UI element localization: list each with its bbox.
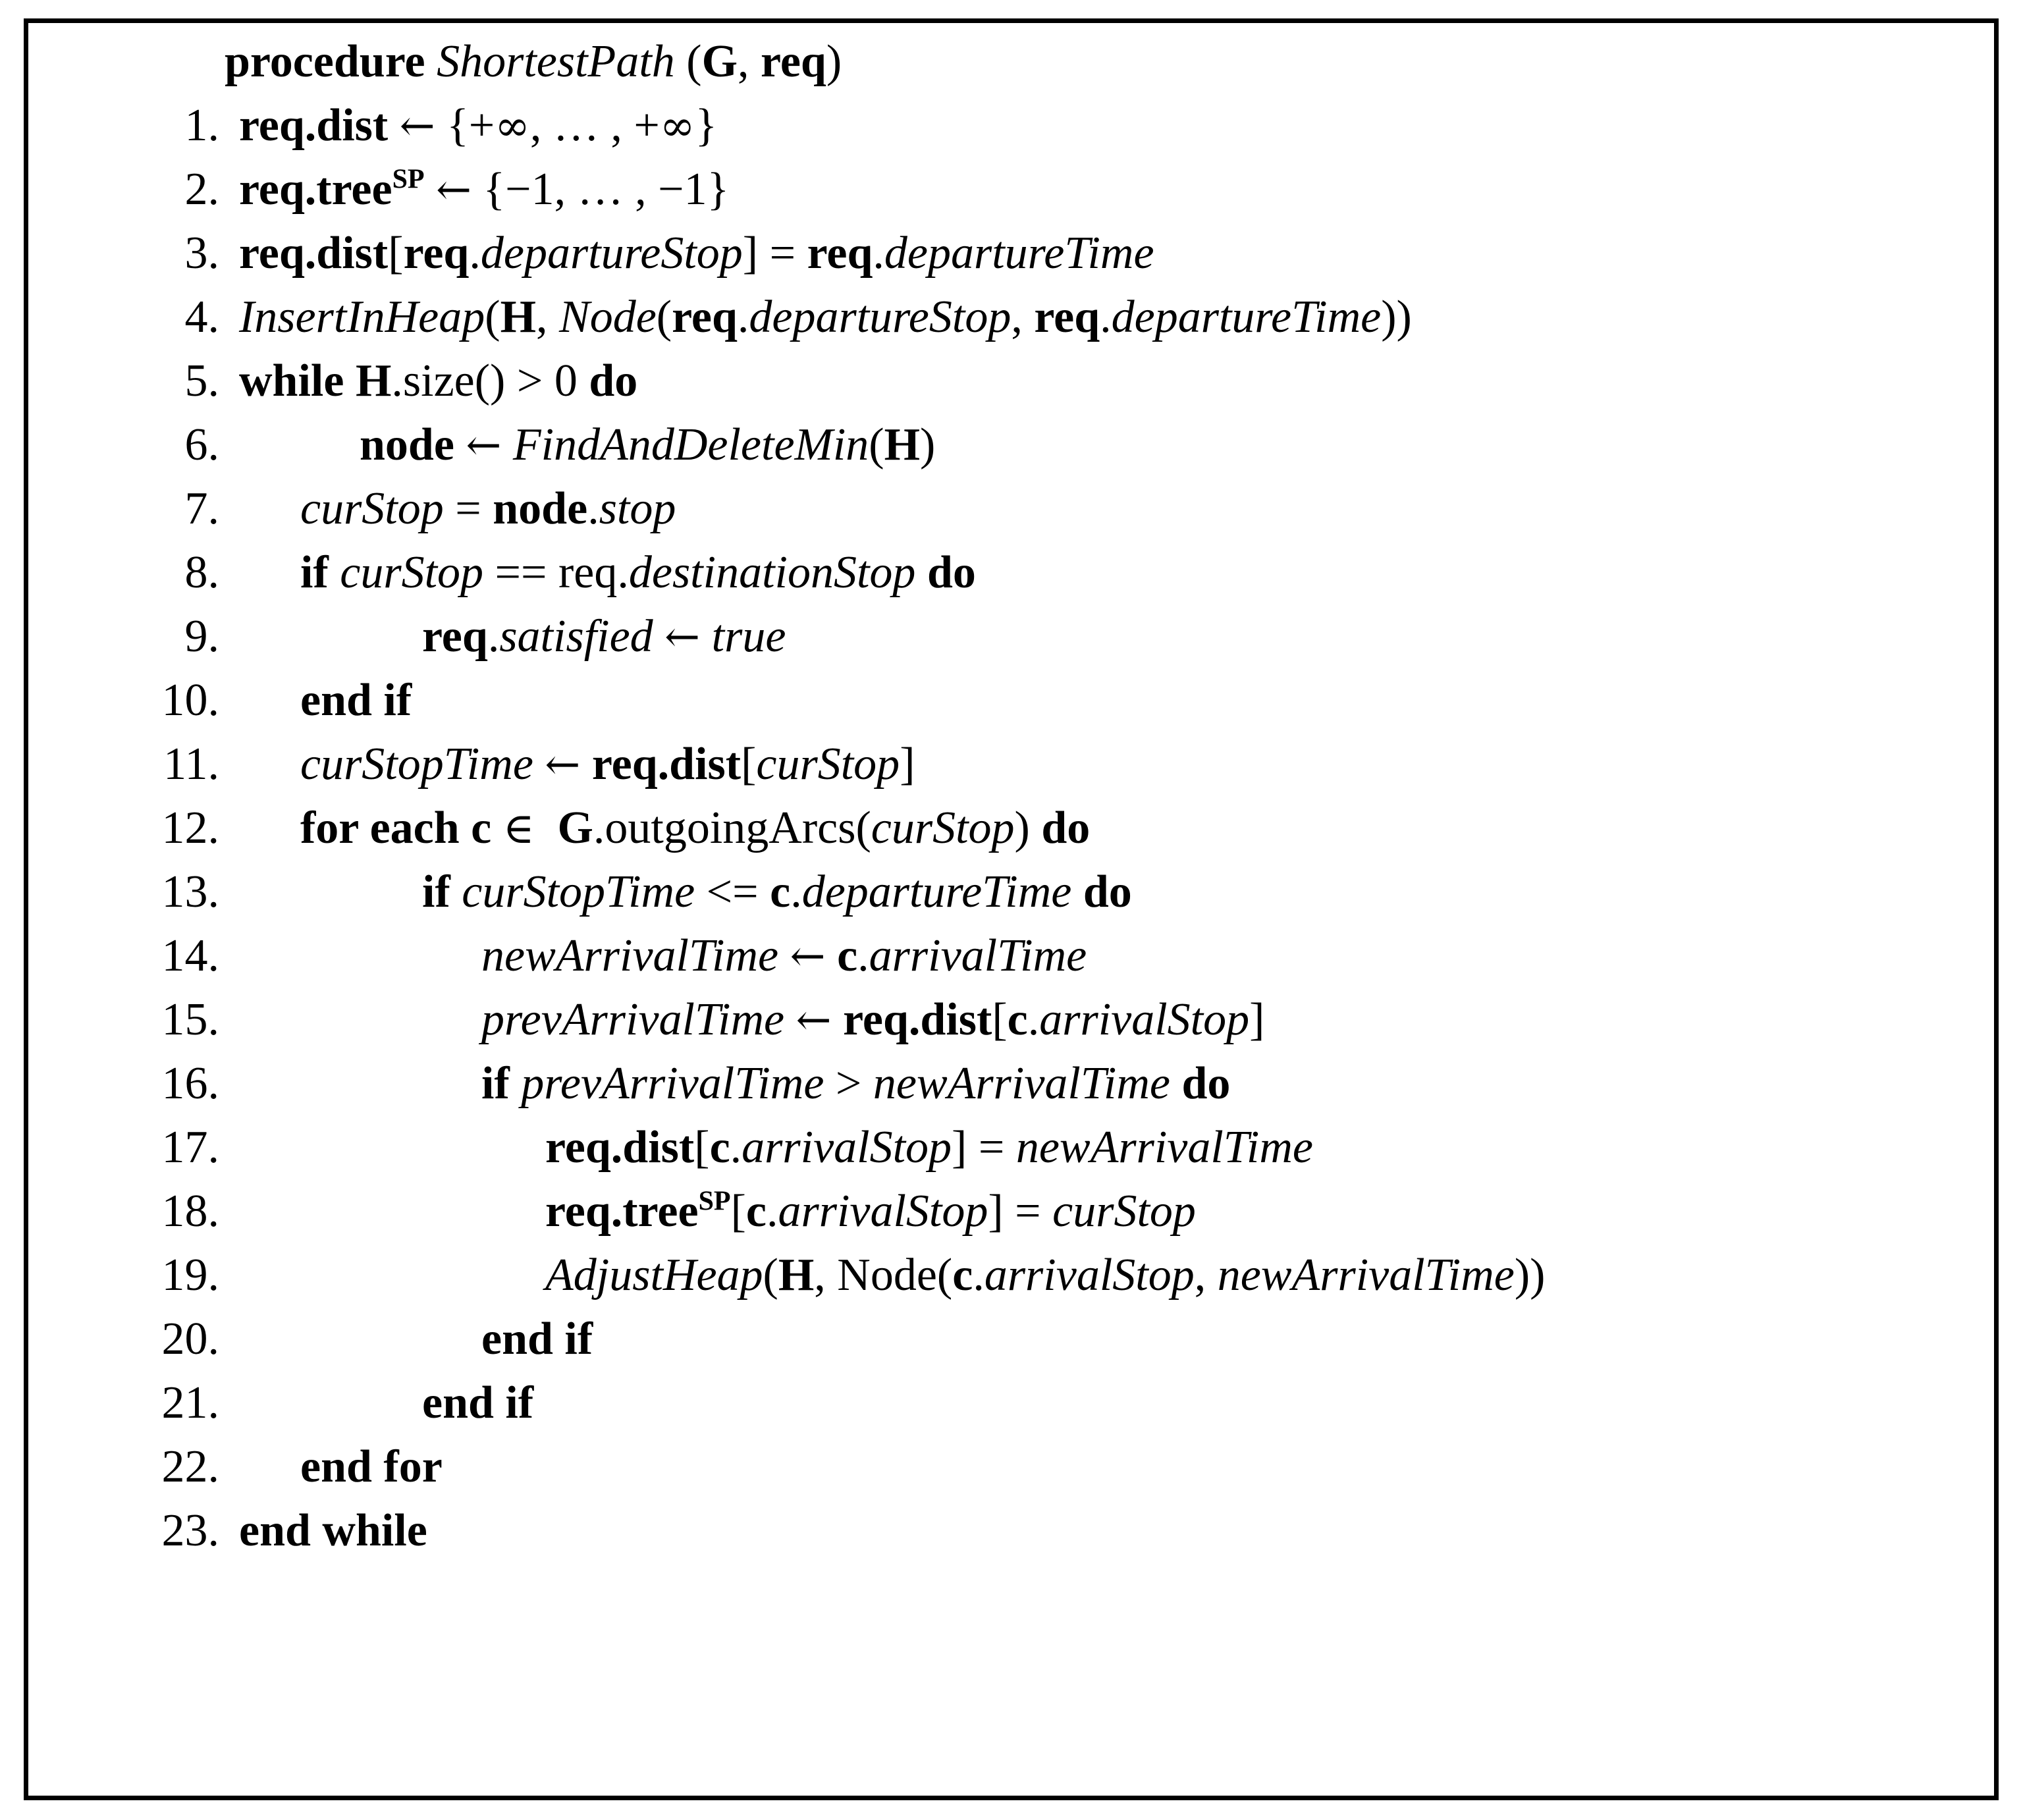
line-number: 14. — [161, 930, 220, 981]
code-line-7: 7. curStop = node.stop — [28, 477, 1994, 541]
line-number: 8. — [184, 547, 220, 598]
code-statement: req.satisfied ← true — [422, 611, 786, 662]
line-number: 5. — [184, 356, 220, 406]
code-statement: if curStopTime <= c.departureTime do — [422, 867, 1132, 917]
line-number: 17. — [161, 1122, 220, 1173]
code-statement: while H.size() > 0 do — [239, 356, 638, 406]
code-statement: end for — [300, 1441, 443, 1492]
code-line-22: 22. end for — [28, 1435, 1994, 1499]
line-number: 11. — [163, 739, 219, 790]
line-number: 3. — [184, 228, 220, 279]
line-number: 19. — [161, 1250, 220, 1300]
code-statement: req.dist[req.departureStop] = req.depart… — [239, 228, 1154, 279]
line-number: 22. — [161, 1441, 220, 1492]
line-number: 18. — [161, 1186, 220, 1237]
code-line-15: 15. prevArrivalTime ← req.dist[c.arrival… — [28, 988, 1994, 1052]
code-statement: end if — [300, 675, 412, 726]
code-line-16: 16. if prevArrivalTime > newArrivalTime … — [28, 1052, 1994, 1115]
line-number: 7. — [184, 483, 220, 534]
code-statement: end if — [481, 1314, 593, 1364]
code-statement: curStop = node.stop — [300, 483, 676, 534]
code-statement: InsertInHeap(H, Node(req.departureStop, … — [239, 292, 1412, 342]
algorithm-pseudocode-body: procedure ShortestPath (G, req) 1. req.d… — [28, 23, 1994, 1796]
code-line-14: 14. newArrivalTime ← c.arrivalTime — [28, 924, 1994, 988]
code-line-5: 5. while H.size() > 0 do — [28, 349, 1994, 413]
code-statement: if curStop == req.destinationStop do — [300, 547, 976, 598]
code-line-18: 18. req.treeSP[c.arrivalStop] = curStop — [28, 1179, 1994, 1243]
code-line-8: 8. if curStop == req.destinationStop do — [28, 541, 1994, 604]
code-statement: end if — [422, 1378, 534, 1428]
line-number: 15. — [161, 994, 220, 1045]
line-number: 20. — [161, 1314, 220, 1364]
code-statement: req.dist[c.arrivalStop] = newArrivalTime — [545, 1122, 1313, 1173]
code-line-20: 20. end if — [28, 1307, 1994, 1371]
procedure-signature: procedure ShortestPath (G, req) — [225, 36, 842, 87]
line-number: 2. — [184, 164, 220, 215]
code-line-9: 9. req.satisfied ← true — [28, 604, 1994, 668]
code-statement: for each c ∈ G.outgoingArcs(curStop) do — [300, 803, 1091, 853]
code-line-2: 2. req.treeSP ← {−1, … , −1} — [28, 157, 1994, 221]
line-number: 1. — [184, 100, 220, 151]
code-line-6: 6. node ← FindAndDeleteMin(H) — [28, 413, 1994, 477]
code-line-19: 19. AdjustHeap(H, Node(c.arrivalStop, ne… — [28, 1243, 1994, 1307]
line-number: 4. — [184, 292, 220, 342]
code-statement: newArrivalTime ← c.arrivalTime — [481, 930, 1087, 981]
code-statement: if prevArrivalTime > newArrivalTime do — [481, 1058, 1231, 1109]
line-number: 9. — [184, 611, 220, 662]
code-line-23: 23. end while — [28, 1499, 1994, 1563]
code-line-13: 13. if curStopTime <= c.departureTime do — [28, 860, 1994, 924]
line-number: 10. — [161, 675, 220, 726]
pseudocode-header-line: procedure ShortestPath (G, req) — [28, 30, 1994, 94]
code-line-3: 3. req.dist[req.departureStop] = req.dep… — [28, 221, 1994, 285]
code-statement: curStopTime ← req.dist[curStop] — [300, 739, 915, 790]
code-statement: prevArrivalTime ← req.dist[c.arrivalStop… — [481, 994, 1265, 1045]
code-line-10: 10. end if — [28, 668, 1994, 732]
code-line-1: 1. req.dist ← {+∞, … , +∞} — [28, 94, 1994, 157]
code-statement: req.dist ← {+∞, … , +∞} — [239, 100, 718, 151]
line-number: 13. — [161, 867, 220, 917]
code-statement: end while — [239, 1505, 427, 1556]
code-line-21: 21. end if — [28, 1371, 1994, 1435]
code-line-11: 11. curStopTime ← req.dist[curStop] — [28, 732, 1994, 796]
code-line-17: 17. req.dist[c.arrivalStop] = newArrival… — [28, 1115, 1994, 1179]
code-statement: req.treeSP ← {−1, … , −1} — [239, 164, 730, 215]
line-number: 21. — [161, 1378, 220, 1428]
code-line-12: 12. for each c ∈ G.outgoingArcs(curStop)… — [28, 796, 1994, 860]
code-statement: AdjustHeap(H, Node(c.arrivalStop, newArr… — [545, 1250, 1546, 1300]
algorithm-figure-frame: procedure ShortestPath (G, req) 1. req.d… — [24, 18, 1999, 1800]
line-number: 6. — [184, 419, 220, 470]
line-number: 12. — [161, 803, 220, 853]
line-number: 16. — [161, 1058, 220, 1109]
line-number: 23. — [161, 1505, 220, 1556]
code-statement: req.treeSP[c.arrivalStop] = curStop — [545, 1186, 1196, 1237]
code-line-4: 4. InsertInHeap(H, Node(req.departureSto… — [28, 285, 1994, 349]
code-statement: node ← FindAndDeleteMin(H) — [360, 419, 936, 470]
